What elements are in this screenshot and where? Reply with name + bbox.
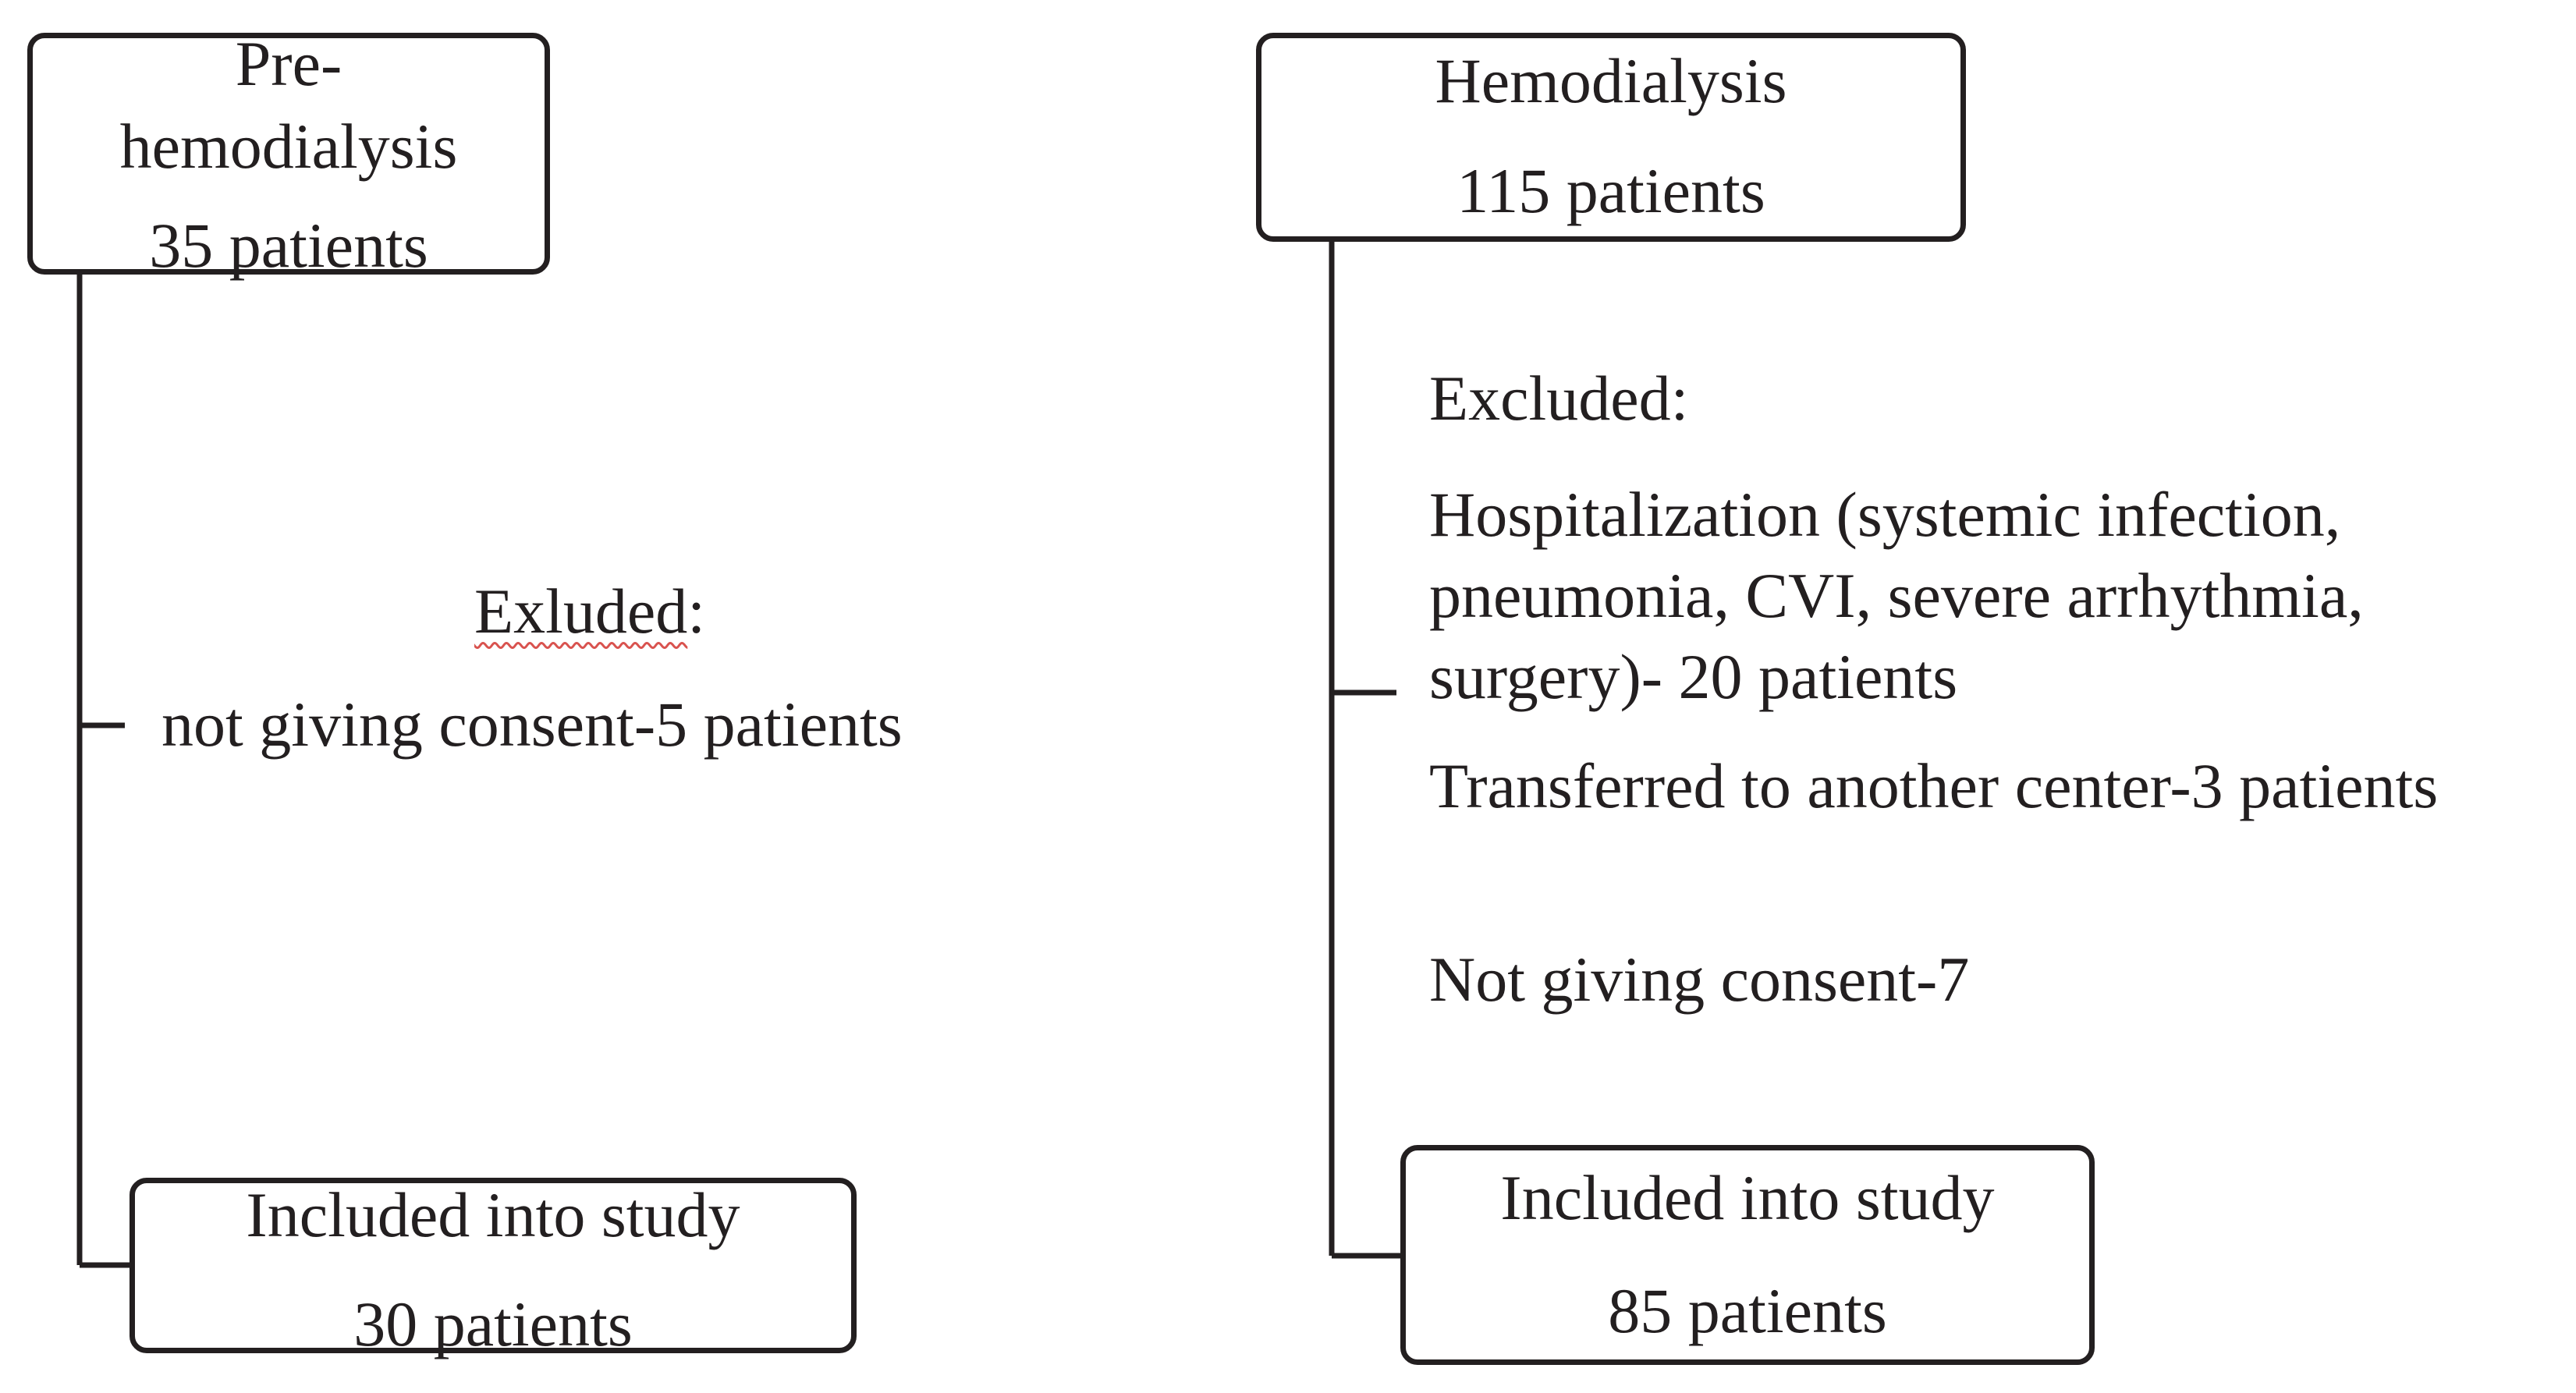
right-included-box: Included into study 85 patients bbox=[1400, 1145, 2095, 1365]
left-exclusion-heading: Exluded: bbox=[474, 580, 705, 643]
pre-hemodialysis-count: 35 patients bbox=[149, 210, 428, 281]
left-exclusion-reason: not giving consent-5 patients bbox=[161, 689, 903, 760]
left-exclusion-heading-colon: : bbox=[687, 576, 706, 647]
right-exclusion-transferred: Transferred to another center-3 patients bbox=[1429, 750, 2439, 821]
right-exclusion-heading: Excluded: bbox=[1429, 363, 1689, 434]
right-included-count: 85 patients bbox=[1608, 1275, 1887, 1346]
right-exclusion-hospitalization: Hospitalization (systemic infection, pne… bbox=[1429, 479, 2364, 712]
hemodialysis-title: Hemodialysis bbox=[1435, 45, 1787, 116]
pre-hemodialysis-line2: hemodialysis bbox=[119, 111, 458, 182]
hemodialysis-count: 115 patients bbox=[1457, 155, 1765, 226]
right-included-label: Included into study bbox=[1500, 1162, 1995, 1233]
hemodialysis-box: Hemodialysis 115 patients bbox=[1256, 33, 1966, 242]
pre-hemodialysis-box: Pre- hemodialysis 35 patients bbox=[27, 28, 550, 281]
left-included-label: Included into study bbox=[246, 1179, 740, 1250]
left-exclusion-heading-word: Exluded bbox=[474, 576, 688, 647]
pre-hemodialysis-line1: Pre- bbox=[235, 28, 342, 99]
left-included-count: 30 patients bbox=[353, 1288, 633, 1359]
left-included-box: Included into study 30 patients bbox=[130, 1178, 857, 1359]
right-exclusion-no-consent: Not giving consent-7 bbox=[1429, 944, 1970, 1015]
